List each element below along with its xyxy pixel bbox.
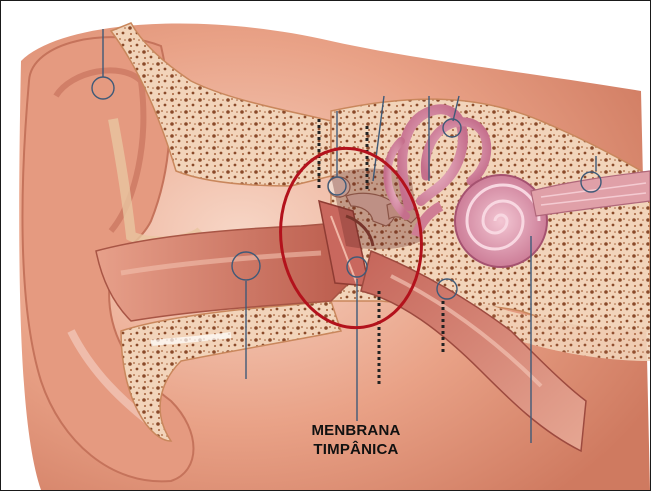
label-line-2: TIMPÂNICA bbox=[281, 440, 431, 459]
label-line-1: MENBRANA bbox=[281, 421, 431, 440]
tympanic-membrane-label: MENBRANA TIMPÂNICA bbox=[281, 421, 431, 459]
